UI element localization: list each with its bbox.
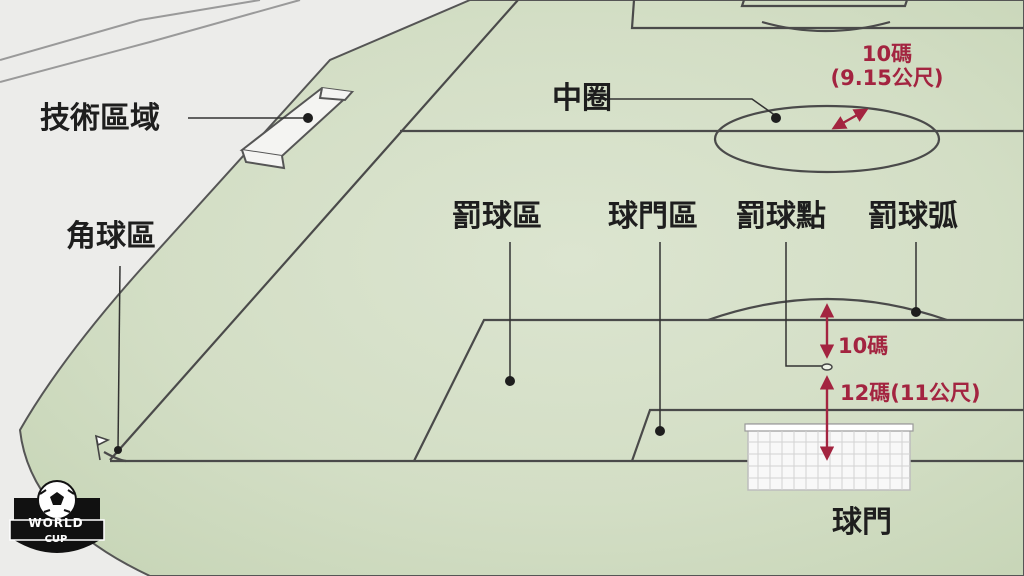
goal-net (744, 423, 914, 491)
top-penalty-box (630, 0, 1024, 30)
dim-spot-distance: 12碼(11公尺) (840, 381, 981, 405)
technical-area-bench (239, 86, 355, 170)
center-circle (713, 104, 941, 174)
dim-center-radius-line2: (9.15公尺) (830, 66, 944, 91)
center-radius-arrow (831, 108, 869, 130)
label-penalty-spot: 罰球點 (736, 199, 826, 234)
label-goal-area: 球門區 (608, 199, 698, 234)
penalty-area (413, 318, 1024, 462)
touchline (109, 0, 519, 461)
label-penalty-arc: 罰球弧 (868, 199, 958, 234)
logo-shield (9, 480, 105, 553)
dim-center-radius-line1: 10碼 (861, 42, 913, 66)
corner-flag-icon (94, 434, 111, 461)
label-technical-area: 技術區域 (40, 101, 160, 136)
goal-area (630, 408, 1024, 462)
penalty-spot (821, 363, 833, 371)
corner-arc (103, 451, 127, 463)
dim-center-radius: 10碼 (9.15公尺) (822, 42, 952, 90)
world-cup-logo: WORLD CUP (8, 478, 104, 562)
logo-text-cup: CUP (44, 534, 68, 545)
label-corner-area: 角球區 (66, 219, 156, 254)
dim-arc-distance: 10碼 (838, 334, 889, 358)
label-center-circle: 中圈 (552, 81, 612, 116)
label-goal: 球門 (832, 505, 892, 540)
label-penalty-area: 罰球區 (452, 199, 542, 234)
logo-text-world: WORLD (28, 516, 84, 530)
